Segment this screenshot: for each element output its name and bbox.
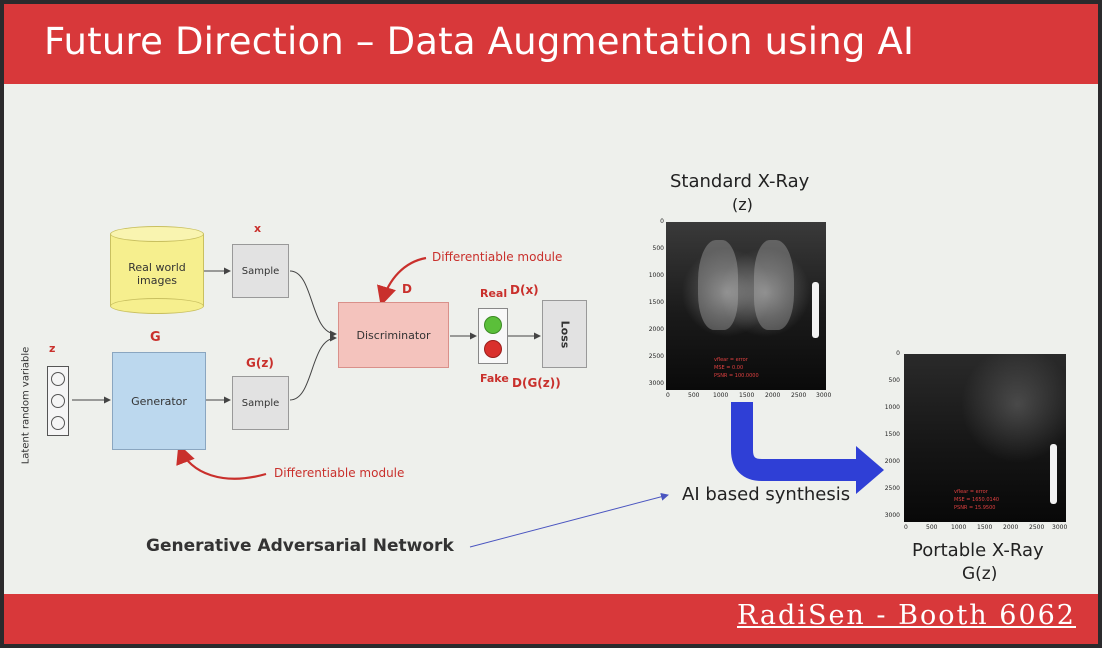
- latent-node: [51, 372, 65, 386]
- real-world-cylinder: Real world images: [110, 226, 204, 314]
- discriminator-label: Discriminator: [356, 328, 431, 342]
- real-light-icon: [484, 316, 502, 334]
- portable-xray-overlay: vflear = error MSE = 1650.0140 PSNR = 15…: [954, 489, 1000, 511]
- latent-label: Latent random variable: [20, 346, 32, 465]
- latent-node: [51, 394, 65, 408]
- sample-to-discriminator-arrow-top: [289, 270, 337, 338]
- sample-to-discriminator-arrow-bottom: [289, 334, 337, 401]
- gan-to-synthesis-arrow: [469, 492, 669, 548]
- xray-marker: [812, 282, 819, 338]
- slide: Future Direction – Data Augmentation usi…: [4, 4, 1098, 644]
- synthesis-big-arrow: [731, 402, 858, 481]
- latent-node: [51, 416, 65, 430]
- lung-left: [698, 240, 738, 330]
- slide-title: Future Direction – Data Augmentation usi…: [44, 20, 915, 63]
- loss-box: Loss: [542, 300, 587, 368]
- footer-booth-label: RadiSen - Booth 6062: [736, 600, 1076, 631]
- footer-bar: RadiSen - Booth 6062: [4, 594, 1098, 644]
- xray-marker: [1050, 444, 1057, 504]
- portable-xray-image: vflear = error MSE = 1650.0140 PSNR = 15…: [904, 354, 1066, 522]
- dgz-label: D(G(z)): [512, 376, 561, 390]
- standard-xray-sub: (z): [732, 195, 753, 214]
- real-world-label: Real world images: [128, 261, 186, 287]
- real-label: Real: [480, 287, 508, 300]
- standard-xray-overlay: vflear = error MSE = 0.00 PSNR = 100.000…: [714, 357, 759, 379]
- diff-module-top-arrow: [377, 256, 427, 307]
- generator-box: Generator: [112, 352, 206, 450]
- diff-module-top-label: Differentiable module: [432, 250, 563, 264]
- d-label: D: [402, 282, 412, 296]
- standard-xray-image: vflear = error MSE = 0.00 PSNR = 100.000…: [666, 222, 826, 390]
- synthesis-label: AI based synthesis: [682, 484, 851, 505]
- output-lights: [478, 308, 508, 364]
- generator-label: Generator: [131, 394, 187, 408]
- x-label: x: [254, 222, 262, 235]
- sample-box-bottom: Sample: [232, 376, 289, 430]
- gz-label: G(z): [246, 356, 274, 370]
- synthesis-arrow-head: [856, 446, 884, 494]
- fake-label: Fake: [480, 372, 509, 385]
- diff-module-bottom-label: Differentiable module: [274, 466, 405, 480]
- sample-label: Sample: [241, 397, 280, 409]
- portable-x-ticks: 0 500 1000 1500 2000 2500 3000: [904, 524, 1068, 531]
- title-bar: Future Direction – Data Augmentation usi…: [4, 4, 1098, 84]
- g-label: G: [150, 330, 161, 345]
- portable-xray-title: Portable X-Ray: [912, 540, 1044, 561]
- sample-box-top: Sample: [232, 244, 289, 298]
- latent-vector: [47, 366, 69, 436]
- dx-label: D(x): [510, 283, 539, 297]
- standard-x-ticks: 0 500 1000 1500 2000 2500 3000: [666, 392, 832, 399]
- discriminator-box: Discriminator: [338, 302, 449, 368]
- gan-caption: Generative Adversarial Network: [146, 536, 454, 556]
- fake-light-icon: [484, 340, 502, 358]
- portable-xray-sub: G(z): [962, 564, 998, 584]
- gan-connectors: [72, 256, 884, 548]
- loss-label: Loss: [557, 320, 571, 348]
- standard-xray-title: Standard X-Ray: [670, 171, 810, 192]
- z-label: z: [49, 342, 56, 355]
- lung-right: [754, 240, 794, 330]
- diff-module-bottom-arrow: [176, 443, 267, 480]
- sample-label: Sample: [241, 265, 280, 277]
